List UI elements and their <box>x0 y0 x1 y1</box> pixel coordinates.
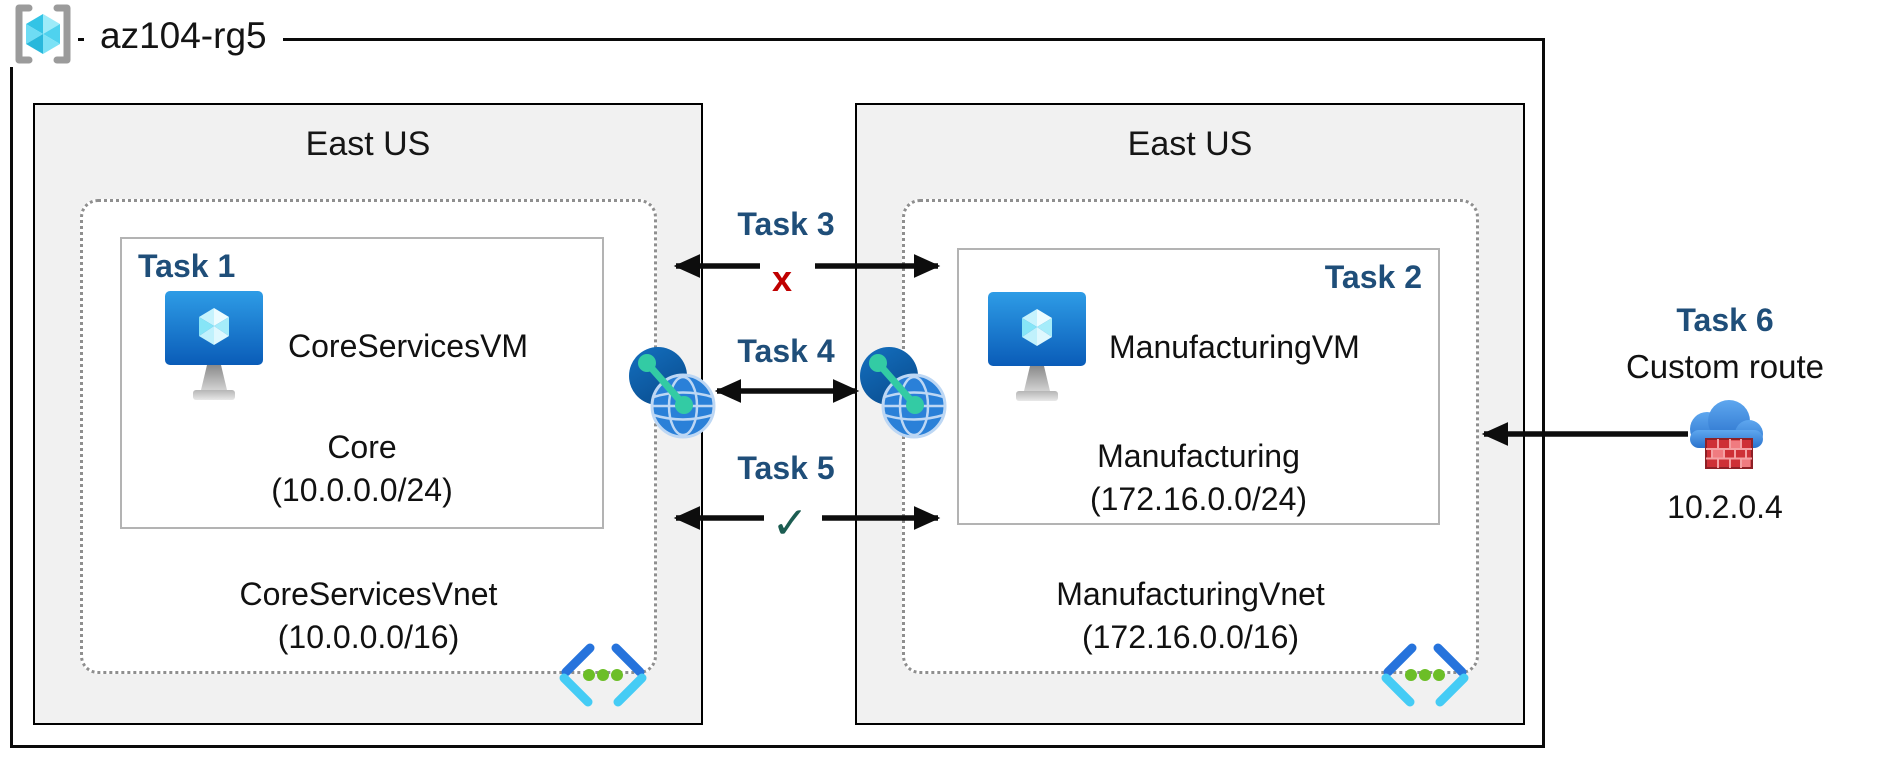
custom-route-title: Custom route <box>1625 348 1825 385</box>
task6-label: Task 6 <box>1676 302 1774 338</box>
vnet-peering-icon-right <box>858 346 948 440</box>
task5-label: Task 5 <box>737 450 835 486</box>
subnet-box-manufacturing: Task 2 ManufacturingVM <box>957 248 1440 525</box>
virtual-network-icon <box>555 638 651 712</box>
region-box-core: East US Task 1 <box>33 103 703 725</box>
task3-label: Task 3 <box>737 206 835 242</box>
vnet-peering-icon-left <box>627 346 717 440</box>
vnet-name-manufacturing: ManufacturingVnet <box>1056 576 1325 612</box>
virtual-network-icon <box>1377 638 1473 712</box>
task1-label: Task 1 <box>138 248 236 284</box>
vm-name-manufacturing: ManufacturingVM <box>1109 329 1360 365</box>
vnet-boundary-manufacturing: Task 2 ManufacturingVM <box>902 199 1479 707</box>
virtual-machine-icon <box>987 291 1087 407</box>
region-title-core: East US <box>305 125 431 163</box>
resource-group-name: az104-rg5 <box>84 12 283 60</box>
region-box-manufacturing: East US Task 2 <box>855 103 1525 725</box>
subnet-name-core: Core <box>327 429 397 465</box>
vm-name-core: CoreServicesVM <box>288 328 529 364</box>
virtual-machine-icon <box>164 290 264 406</box>
subnet-cidr-manufacturing: (172.16.0.0/24) <box>1089 481 1308 517</box>
vnet-name-core: CoreServicesVnet <box>239 576 498 612</box>
vnet-cidr-manufacturing: (172.16.0.0/16) <box>1081 619 1300 655</box>
cloud-firewall-icon <box>1677 390 1773 476</box>
subnet-box-core: Task 1 <box>120 237 604 529</box>
task3-blocked-x: x <box>771 258 793 299</box>
subnet-cidr-core: (10.0.0.0/24) <box>271 472 453 508</box>
task2-label: Task 2 <box>1324 259 1422 295</box>
subnet-caption-manufacturing: Manufacturing (172.16.0.0/24) <box>959 435 1438 521</box>
region-title-manufacturing: East US <box>1127 125 1253 163</box>
vnet-boundary-core: Task 1 <box>80 199 657 707</box>
task5-check-mark: ✓ <box>771 499 809 548</box>
vnet-cidr-core: (10.0.0.0/16) <box>277 619 460 655</box>
task4-label: Task 4 <box>737 333 835 369</box>
vnet-caption-core: CoreServicesVnet (10.0.0.0/16) <box>83 573 654 659</box>
subnet-name-manufacturing: Manufacturing <box>1097 438 1300 474</box>
vnet-caption-manufacturing: ManufacturingVnet (172.16.0.0/16) <box>905 573 1476 659</box>
custom-route-ip: 10.2.0.4 <box>1667 489 1783 525</box>
subnet-caption-core: Core (10.0.0.0/24) <box>122 426 602 512</box>
resource-group-boundary <box>10 38 1545 748</box>
resource-group-icon <box>8 1 78 67</box>
